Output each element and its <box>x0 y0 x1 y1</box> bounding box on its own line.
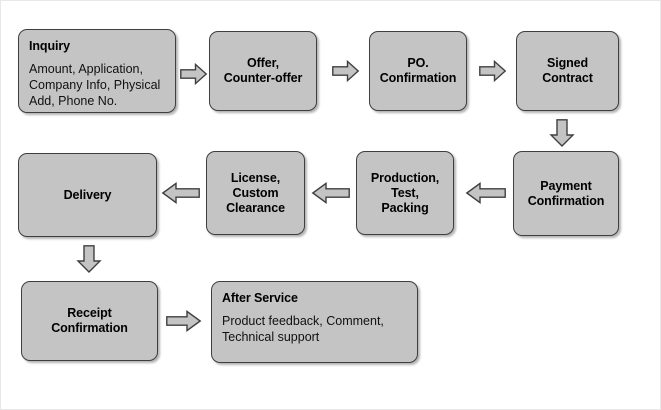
node-production-test-packing-title: Production, Test, Packing <box>370 170 440 215</box>
node-license-custom-clearance[interactable]: License, Custom Clearance <box>206 151 305 235</box>
node-receipt-confirmation[interactable]: Receipt Confirmation <box>21 281 158 361</box>
node-signed-contract-title: Signed Contract <box>542 56 593 85</box>
node-delivery[interactable]: Delivery <box>18 153 157 237</box>
node-signed-contract[interactable]: Signed Contract <box>516 31 619 111</box>
node-payment-confirmation[interactable]: Payment Confirmation <box>513 151 619 236</box>
arrow-right-icon-offer-to-po <box>332 59 360 83</box>
node-inquiry[interactable]: Inquiry Amount, Application, Company Inf… <box>18 29 176 113</box>
arrow-right-icon-inquiry-to-offer <box>180 62 208 86</box>
arrow-left-icon-production-to-license <box>311 182 350 204</box>
arrow-right-icon-receipt-to-after-service <box>166 310 202 332</box>
node-offer[interactable]: Offer, Counter-offer <box>209 31 317 111</box>
node-delivery-title: Delivery <box>63 187 112 202</box>
arrow-left-icon-license-to-delivery <box>161 182 200 204</box>
node-inquiry-description: Amount, Application, Company Info, Physi… <box>29 62 161 108</box>
node-po-confirmation[interactable]: PO. Confirmation <box>369 31 467 111</box>
node-after-service-description: Product feedback, Comment, Technical sup… <box>222 314 384 344</box>
node-po-confirmation-title: PO. Confirmation <box>379 56 457 85</box>
arrow-left-icon-payment-to-production <box>465 182 506 204</box>
node-payment-confirmation-title: Payment Confirmation <box>527 178 605 208</box>
node-offer-title: Offer, Counter-offer <box>223 56 303 85</box>
node-inquiry-title: Inquiry <box>29 39 70 53</box>
node-after-service-title: After Service <box>222 291 298 305</box>
node-receipt-confirmation-title: Receipt Confirmation <box>51 306 128 335</box>
node-license-custom-clearance-title: License, Custom Clearance <box>226 170 285 215</box>
node-production-test-packing[interactable]: Production, Test, Packing <box>356 151 454 235</box>
arrow-down-icon-contract-to-payment <box>549 119 575 147</box>
arrow-right-icon-po-to-contract <box>479 59 507 83</box>
arrow-down-icon-delivery-to-receipt <box>76 245 102 273</box>
node-after-service[interactable]: After Service Product feedback, Comment,… <box>211 281 418 363</box>
